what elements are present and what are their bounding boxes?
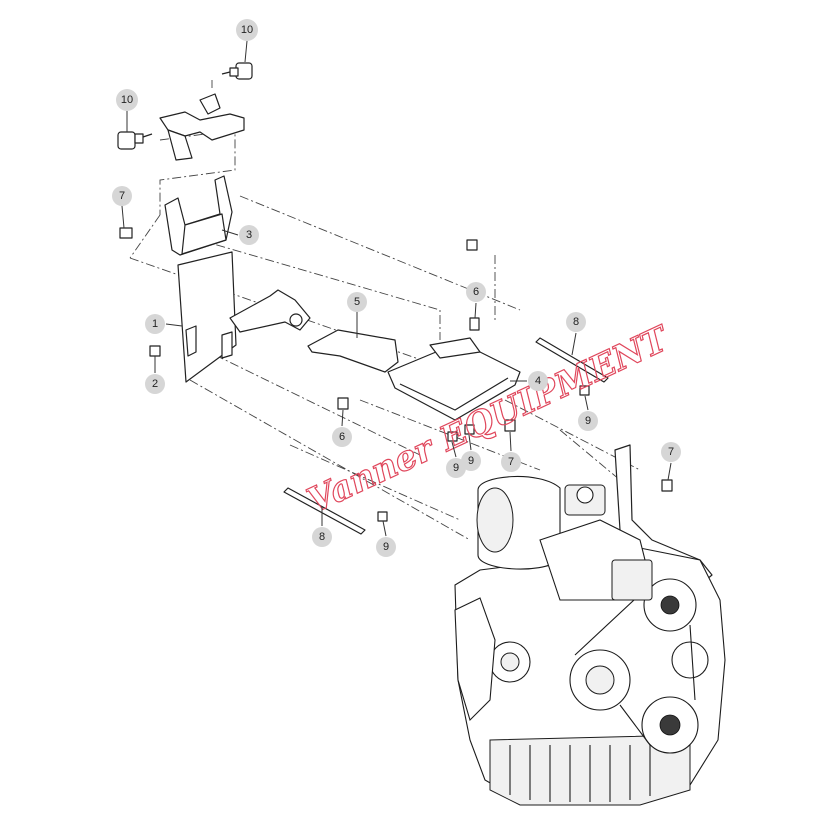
callout-label: 7 <box>668 446 674 458</box>
leader-9-left <box>451 441 457 458</box>
nut-9-left <box>447 431 458 442</box>
nut-6-upper <box>466 239 478 251</box>
assembly-line <box>159 129 236 215</box>
callout-label: 6 <box>339 431 345 443</box>
oil-filter-center <box>500 652 520 672</box>
bolt-7-right <box>661 479 673 492</box>
fan-hub <box>671 641 709 679</box>
callout-label: 3 <box>246 229 252 241</box>
callout-9-mid: 9 <box>461 451 481 471</box>
leader-lines <box>121 40 672 537</box>
leader-7-upper <box>121 205 125 229</box>
callout-3: 3 <box>239 225 259 245</box>
assembly-line <box>189 379 471 541</box>
assembly-line <box>199 239 441 340</box>
callout-7-right: 7 <box>661 442 681 462</box>
part-8-rod-lower <box>283 487 366 535</box>
assembly-line <box>129 214 161 259</box>
assembly-line <box>289 444 461 521</box>
crank-pulley-hub <box>659 714 681 736</box>
leader-8-upper <box>571 332 577 356</box>
callout-2: 2 <box>145 374 165 394</box>
leader-6-lower <box>341 409 344 427</box>
bolt-7-upper <box>119 227 133 239</box>
part-5-bracket <box>307 329 399 373</box>
callout-4: 4 <box>528 371 548 391</box>
front-pulley-hub <box>585 665 615 695</box>
callout-9-lower: 9 <box>376 537 396 557</box>
assembly-line <box>559 429 621 481</box>
callout-label: 8 <box>573 316 579 328</box>
alternator-pulley <box>660 595 680 615</box>
callout-6-lower: 6 <box>332 427 352 447</box>
callout-6-upper: 6 <box>466 282 486 302</box>
callout-7-upper: 7 <box>112 186 132 206</box>
callout-1: 1 <box>145 314 165 334</box>
callout-label: 9 <box>468 455 474 467</box>
bolt-6-upper <box>469 317 480 331</box>
part-8-rod-upper <box>535 337 609 383</box>
leader-9-right <box>584 395 589 411</box>
callout-label: 1 <box>152 318 158 330</box>
callout-label: 10 <box>121 94 133 106</box>
part-3-bracket <box>164 175 233 256</box>
callout-label: 6 <box>473 286 479 298</box>
fasteners <box>119 227 673 522</box>
leader-7-right <box>667 462 672 481</box>
engine <box>454 475 726 806</box>
callout-9-right: 9 <box>578 411 598 431</box>
callout-label: 9 <box>585 415 591 427</box>
callout-10-lower: 10 <box>116 89 138 111</box>
nut-2 <box>149 345 161 357</box>
callout-label: 9 <box>383 541 389 553</box>
callout-7-mid: 7 <box>501 452 521 472</box>
leader-9-lower <box>382 520 387 537</box>
leader-7-mid <box>509 431 512 452</box>
air-filter-cap <box>476 487 514 553</box>
leader-10-upper <box>244 40 248 63</box>
callout-label: 2 <box>152 378 158 390</box>
nut-9-right <box>579 385 590 396</box>
engine-housing-left <box>454 597 496 722</box>
leader-6-upper <box>474 302 477 319</box>
part-4-frame <box>387 337 521 421</box>
callout-8-lower: 8 <box>312 527 332 547</box>
callout-label: 7 <box>508 456 514 468</box>
callout-label: 7 <box>119 190 125 202</box>
callout-label: 4 <box>535 375 541 387</box>
callout-label: 5 <box>354 296 360 308</box>
bolt-6-lower <box>337 397 349 410</box>
part-10-plug-upper <box>221 62 253 80</box>
nut-9-lower <box>377 511 388 522</box>
leader-3 <box>221 229 239 236</box>
part-10-plug-lower <box>117 131 153 150</box>
callout-9-left: 9 <box>446 458 466 478</box>
injector-pump <box>611 559 653 601</box>
callout-8-upper: 8 <box>566 312 586 332</box>
callout-5: 5 <box>347 292 367 312</box>
part-1-side-plate <box>177 251 237 383</box>
nut-9-mid <box>464 424 475 435</box>
fuel-filter-cap <box>576 486 594 504</box>
callout-label: 10 <box>241 24 253 36</box>
oil-pan-ribs <box>509 745 651 802</box>
bolt-7-mid <box>504 419 516 432</box>
assembly-line <box>214 354 421 456</box>
leader-9-mid <box>468 434 472 451</box>
upper-mount-bracket <box>159 93 245 161</box>
callout-label: 8 <box>319 531 325 543</box>
callout-10-upper: 10 <box>236 19 258 41</box>
leader-1 <box>165 323 183 327</box>
mid-arm-bracket <box>229 289 311 333</box>
callout-label: 9 <box>453 462 459 474</box>
